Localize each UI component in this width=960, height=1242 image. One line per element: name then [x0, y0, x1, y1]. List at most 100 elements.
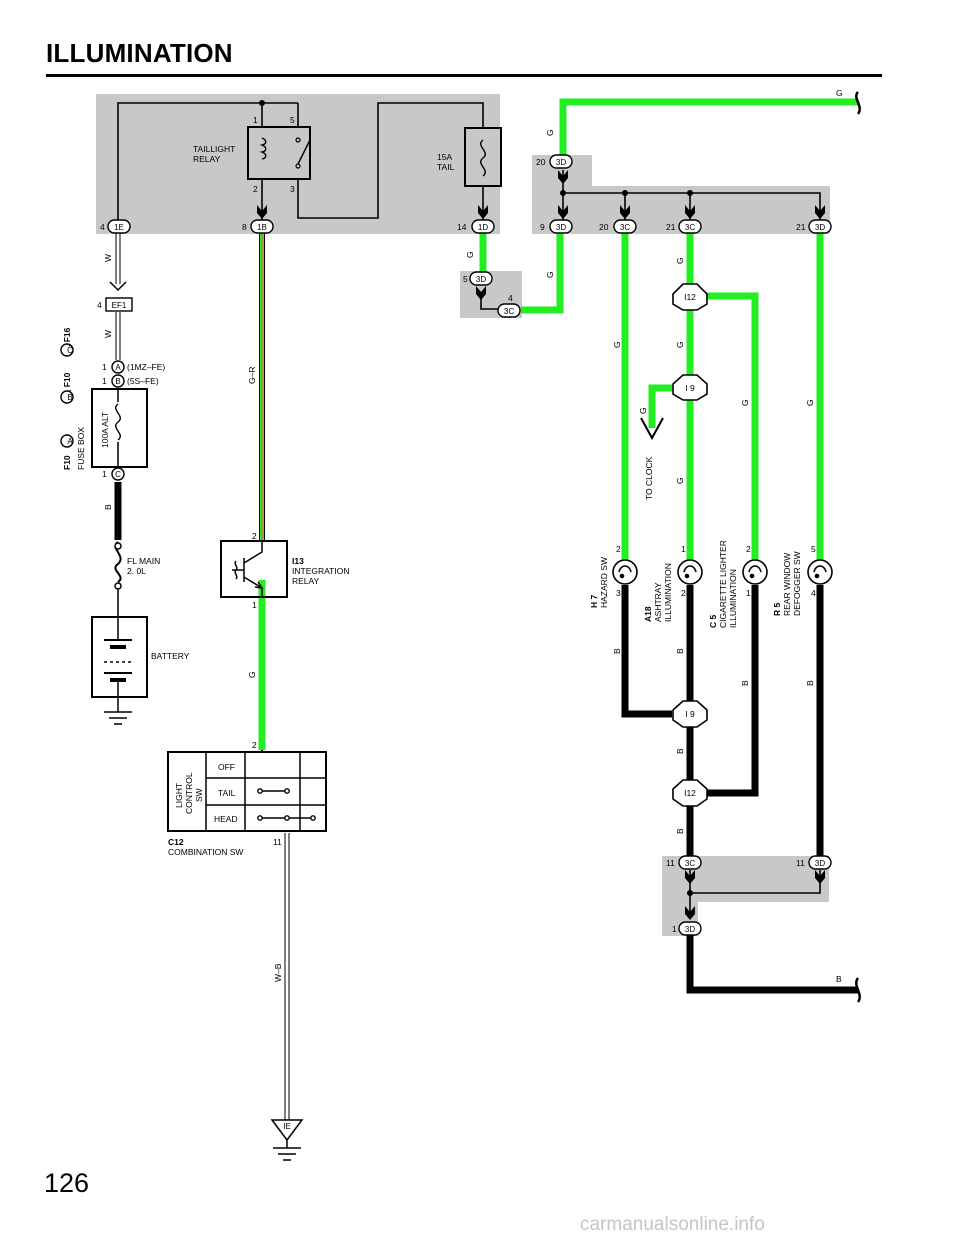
svg-text:9: 9 — [540, 222, 545, 232]
svg-text:5: 5 — [463, 274, 468, 284]
alt-fuse-box — [91, 388, 148, 468]
lamp-cigarette-icon — [742, 559, 768, 585]
svg-text:CONTROL: CONTROL — [184, 772, 194, 814]
lamp-hazard-icon — [612, 559, 638, 585]
splice-i9-bottom — [672, 700, 708, 728]
svg-text:R 5: R 5 — [772, 603, 782, 617]
svg-text:5: 5 — [811, 544, 816, 554]
svg-text:G: G — [675, 341, 685, 348]
svg-text:4: 4 — [811, 588, 816, 598]
svg-text:20: 20 — [536, 157, 546, 167]
conn-b-label: B — [115, 377, 120, 386]
wire-color-labels: G G G G G G G G G G G G B B B B B B B B … — [103, 88, 843, 984]
svg-text:G: G — [638, 407, 648, 414]
svg-text:B: B — [675, 748, 685, 754]
svg-text:1: 1 — [102, 376, 107, 386]
fuse-box-labels: F10 , F10 , F16 FUSE BOX — [62, 327, 86, 470]
to-clock-arrow — [640, 417, 664, 441]
fuse-icon — [480, 139, 486, 177]
svg-text:W: W — [103, 254, 113, 262]
battery-box — [91, 616, 148, 698]
svg-text:G: G — [247, 671, 257, 678]
svg-text:4: 4 — [97, 300, 102, 310]
fuse-box-a-label: A — [67, 437, 73, 446]
svg-text:1: 1 — [102, 362, 107, 372]
svg-text:4: 4 — [100, 222, 105, 232]
defogger-sw-label: R 5 REAR WINDOW DEFOGGER SW — [772, 551, 802, 616]
relay-contact-icon — [297, 139, 311, 165]
splice-i9-bottom-label: I 9 — [685, 709, 695, 719]
conn-3d-small-label: 3D — [476, 275, 486, 284]
conn-1b-label: 1B — [257, 223, 267, 232]
conn-3c-small-label: 3C — [504, 307, 514, 316]
svg-text:CIGARETTE LIGHTER: CIGARETTE LIGHTER — [718, 540, 728, 628]
svg-text:SW: SW — [194, 788, 204, 802]
svg-text:1: 1 — [252, 600, 257, 610]
svg-text:21: 21 — [666, 222, 676, 232]
alt-fuse-label: 100A ALT — [100, 412, 110, 448]
splice-i12-top — [672, 283, 708, 311]
junction-dots — [259, 100, 693, 896]
ie-ground-triangle — [270, 1119, 304, 1142]
svg-text:21: 21 — [796, 222, 806, 232]
transistor-icon — [232, 541, 264, 597]
white-wires — [115, 232, 290, 1120]
svg-text:A18: A18 — [643, 606, 653, 622]
splice-i9-top — [672, 374, 708, 401]
svg-text:H 7: H 7 — [589, 595, 599, 609]
battery-ground-icon — [104, 711, 132, 725]
relay-pin-3: 3 — [290, 184, 295, 194]
integration-relay-label-1: INTEGRATION — [292, 566, 349, 576]
svg-text:1: 1 — [672, 924, 677, 934]
svg-text:4: 4 — [508, 293, 513, 303]
svg-text:LIGHT: LIGHT — [174, 783, 184, 808]
conn-3d-bottom-label: 3D — [815, 859, 825, 868]
relay-pin-1: 1 — [253, 115, 258, 125]
ashtray-label: A18 ASHTRAY ILLUMINATION — [643, 563, 673, 622]
svg-text:, F16: , F16 — [62, 327, 72, 347]
lamp-ashtray-icon — [677, 559, 703, 585]
svg-text:20: 20 — [599, 222, 609, 232]
svg-text:B: B — [836, 974, 842, 984]
fuse-box-b-label: B — [67, 393, 72, 402]
svg-text:2: 2 — [746, 544, 751, 554]
svg-text:G: G — [836, 88, 843, 98]
title-rule — [46, 74, 882, 77]
svg-text:G: G — [465, 251, 475, 258]
svg-text:G: G — [545, 271, 555, 278]
svg-text:B: B — [675, 648, 685, 654]
svg-text:2: 2 — [252, 531, 257, 541]
splice-i12-bottom-label: I12 — [684, 788, 696, 798]
relay-pin-5: 5 — [290, 115, 295, 125]
conn-3d-label: 3D — [556, 223, 566, 232]
integration-relay-code: I13 — [292, 556, 304, 566]
battery-icon — [104, 617, 132, 712]
ie-ground-icon — [273, 1140, 301, 1161]
fl-main-label-1: FL MAIN — [127, 556, 160, 566]
connector-pills — [105, 154, 832, 936]
svg-text:F10: F10 — [62, 455, 72, 470]
svg-text:11: 11 — [796, 858, 805, 868]
svg-text:REAR WINDOW: REAR WINDOW — [782, 553, 792, 616]
svg-text:3: 3 — [616, 588, 621, 598]
switch-contacts — [257, 788, 316, 821]
svg-text:B: B — [740, 680, 750, 686]
pin-numbers: 4 8 14 20 9 20 21 21 5 4 4 1 1 1 11 11 1… — [97, 157, 816, 934]
battery-label: BATTERY — [151, 651, 190, 661]
svg-text:2: 2 — [252, 740, 257, 750]
relay-pin-2: 2 — [253, 184, 258, 194]
switch-tail-label: TAIL — [218, 788, 236, 798]
cigarette-lighter-label: C 5 CIGARETTE LIGHTER ILLUMINATION — [708, 540, 738, 628]
integration-relay-label-2: RELAY — [292, 576, 320, 586]
hazard-sw-label: H 7 HAZARD SW — [589, 557, 609, 608]
page-number: 126 — [44, 1168, 90, 1198]
splice-i12-bottom — [672, 779, 708, 807]
svg-text:FUSE BOX: FUSE BOX — [76, 427, 86, 470]
svg-text:2: 2 — [681, 588, 686, 598]
svg-text:2: 2 — [616, 544, 621, 554]
taillight-relay-label-2: RELAY — [193, 154, 221, 164]
engine-1mz-label: (1MZ–FE) — [127, 362, 165, 372]
svg-text:B: B — [612, 648, 622, 654]
integration-relay-box — [220, 540, 288, 598]
svg-text:11: 11 — [666, 858, 675, 868]
